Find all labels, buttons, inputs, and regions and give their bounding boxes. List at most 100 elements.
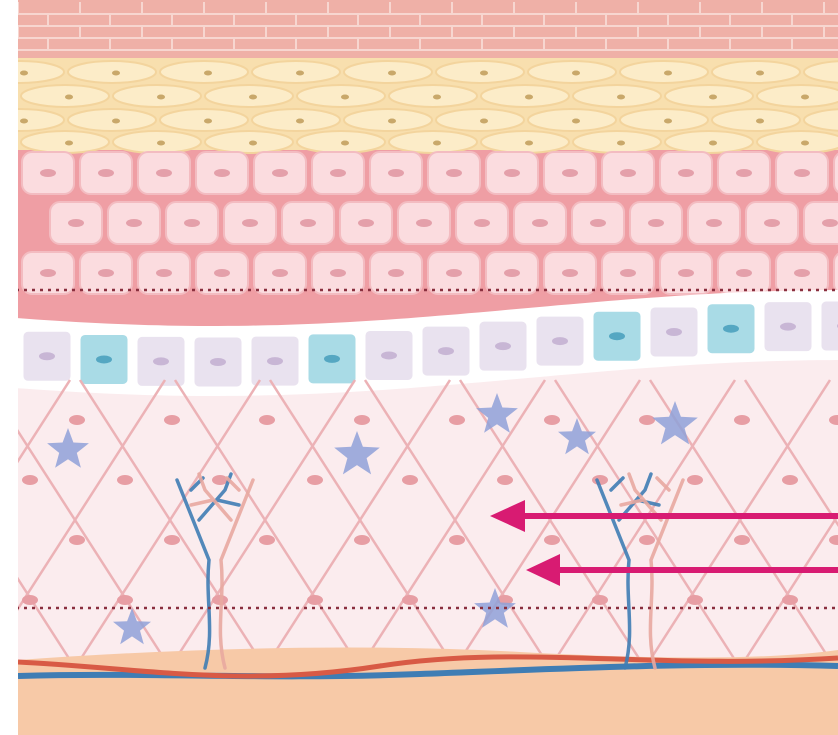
fiber-junction <box>354 415 370 425</box>
basal-cell-nucleus <box>267 357 283 365</box>
spinous-cell-nucleus <box>98 169 114 177</box>
fiber-junction <box>544 415 560 425</box>
basal-cell-nucleus <box>324 355 340 363</box>
fiber-junction <box>22 595 38 605</box>
granular-cell <box>620 61 708 83</box>
granular-cell <box>573 131 661 153</box>
granular-cell-nucleus <box>617 95 625 100</box>
granular-cell <box>21 131 109 153</box>
basal-cell-nucleus <box>609 332 625 340</box>
granular-cell <box>297 131 385 153</box>
fiber-junction <box>782 595 798 605</box>
granular-cell-nucleus <box>617 141 625 146</box>
granular-cell <box>21 85 109 107</box>
granular-cell <box>0 109 64 131</box>
granular-cell <box>297 85 385 107</box>
fiber-junction <box>592 595 608 605</box>
spinous-cell-nucleus <box>156 269 172 277</box>
fiber-junction <box>69 415 85 425</box>
spinous-cell-nucleus <box>358 219 374 227</box>
spinous-cell-nucleus <box>388 269 404 277</box>
granular-cell <box>113 131 201 153</box>
granular-cell <box>389 85 477 107</box>
granular-cell-nucleus <box>341 95 349 100</box>
granular-cell-nucleus <box>433 141 441 146</box>
spinous-cell-nucleus <box>620 269 636 277</box>
spinous-cell-nucleus <box>678 269 694 277</box>
granular-cell-nucleus <box>112 119 120 124</box>
granular-cell <box>528 109 616 131</box>
fiber-junction <box>117 475 133 485</box>
granular-cell <box>68 109 156 131</box>
spinous-cell-nucleus <box>822 219 838 227</box>
spinous-cell-nucleus <box>504 169 520 177</box>
granular-cell <box>344 61 432 83</box>
spinous-cell-nucleus <box>532 219 548 227</box>
fiber-junction <box>449 415 465 425</box>
granular-cell-nucleus <box>756 71 764 76</box>
granular-cell-nucleus <box>664 71 672 76</box>
granular-cell-nucleus <box>709 141 717 146</box>
granular-cell-nucleus <box>20 119 28 124</box>
granular-cell-nucleus <box>525 95 533 100</box>
granular-cell <box>252 61 340 83</box>
granular-cell-nucleus <box>341 141 349 146</box>
granular-cell-nucleus <box>664 119 672 124</box>
basal-cell-nucleus <box>381 351 397 359</box>
basal-cell-nucleus <box>552 337 568 345</box>
fiber-junction <box>259 415 275 425</box>
basal-cell <box>820 300 838 352</box>
spinous-cell-nucleus <box>272 269 288 277</box>
granular-cell <box>481 131 569 153</box>
granular-cell-nucleus <box>65 95 73 100</box>
granular-cell-nucleus <box>433 95 441 100</box>
granular-cell-nucleus <box>249 141 257 146</box>
granular-cell-nucleus <box>709 95 717 100</box>
granular-cell <box>757 131 838 153</box>
granular-cell <box>68 61 156 83</box>
spinous-cell-nucleus <box>562 169 578 177</box>
basal-cell-nucleus <box>780 323 796 331</box>
granular-cell <box>160 109 248 131</box>
fiber-junction <box>497 475 513 485</box>
granular-cell <box>573 85 661 107</box>
fiber-junction <box>117 595 133 605</box>
spinous-cell-nucleus <box>648 219 664 227</box>
granular-cell <box>113 85 201 107</box>
fiber-junction <box>639 415 655 425</box>
granular-cell <box>757 85 838 107</box>
fiber-junction <box>259 535 275 545</box>
fiber-junction <box>354 535 370 545</box>
granular-cell-nucleus <box>480 119 488 124</box>
granular-cell <box>252 109 340 131</box>
granular-cell <box>481 85 569 107</box>
spinous-cell-nucleus <box>242 219 258 227</box>
spinous-cell-nucleus <box>40 269 56 277</box>
spinous-cell-nucleus <box>446 269 462 277</box>
granular-cell-nucleus <box>801 141 809 146</box>
granular-cell-nucleus <box>525 141 533 146</box>
spinous-cell-nucleus <box>416 219 432 227</box>
granular-cell-nucleus <box>480 71 488 76</box>
granular-cell <box>665 131 753 153</box>
granular-cell-nucleus <box>296 119 304 124</box>
granular-cell-nucleus <box>296 71 304 76</box>
fiber-junction <box>449 535 465 545</box>
fiber-junction <box>402 475 418 485</box>
granular-cell-nucleus <box>112 71 120 76</box>
granular-cell <box>344 109 432 131</box>
spinous-cell-nucleus <box>156 169 172 177</box>
fiber-junction <box>164 535 180 545</box>
granular-cell <box>712 109 800 131</box>
granular-cell-nucleus <box>20 71 28 76</box>
spinous-cell-nucleus <box>620 169 636 177</box>
granular-cell-nucleus <box>388 119 396 124</box>
granular-cell-nucleus <box>249 95 257 100</box>
basal-cell-nucleus <box>723 325 739 333</box>
granular-cell-nucleus <box>572 71 580 76</box>
granular-cell-nucleus <box>157 141 165 146</box>
spinous-cell-nucleus <box>446 169 462 177</box>
spinous-cell <box>834 252 838 294</box>
